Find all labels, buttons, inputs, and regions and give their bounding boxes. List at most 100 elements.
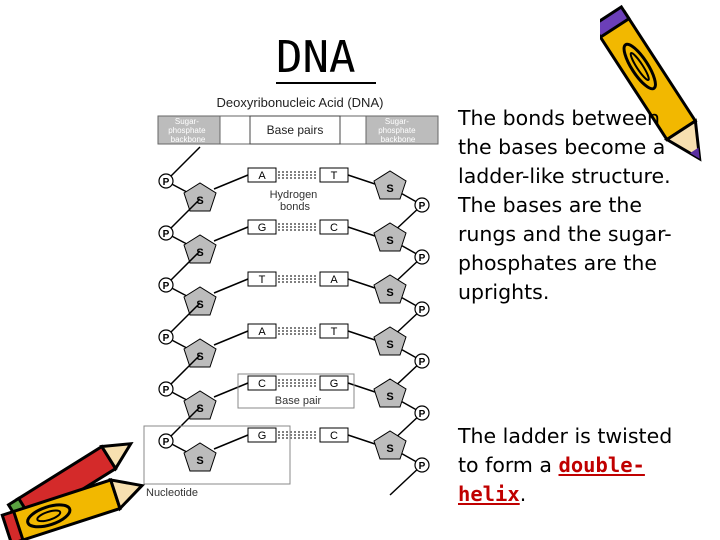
sugar-right	[373, 326, 407, 356]
sugar-label: S	[386, 287, 393, 299]
base-right-label: G	[330, 378, 339, 390]
double-helix-link[interactable]: double-helix	[458, 453, 645, 506]
phosphate-label: P	[419, 201, 426, 212]
phosphate-left	[158, 381, 174, 397]
phosphate-right	[414, 353, 430, 369]
paragraph-bonds: The bonds between the bases become a lad…	[458, 106, 672, 304]
base-left	[247, 323, 277, 339]
base-right-label: T	[331, 326, 338, 338]
phosphate-label: P	[419, 461, 426, 472]
base-left-label: G	[258, 222, 267, 234]
sugar-right	[373, 274, 407, 304]
backbone-line	[165, 354, 201, 390]
backbone-line	[165, 250, 201, 286]
phosphate-label: P	[163, 437, 170, 448]
sugar-base-bond	[213, 278, 249, 294]
sugar-label: S	[196, 299, 203, 311]
base-pair-highlight	[237, 373, 355, 409]
base-left	[247, 219, 277, 235]
sugar-right	[373, 222, 407, 252]
sugar-right	[373, 430, 407, 460]
sugar-base-bond	[347, 330, 379, 342]
sugar-right	[373, 378, 407, 408]
phosphate-label: P	[163, 281, 170, 292]
sugar-label: S	[196, 403, 203, 415]
base-left	[247, 427, 277, 443]
base-right-label: A	[330, 274, 338, 286]
header-right-line-2: phosphate	[378, 126, 416, 135]
phosphate-label: P	[419, 305, 426, 316]
backbone-line	[165, 406, 201, 442]
header-left-line-1: Sugar-	[175, 117, 199, 126]
phosphate-left	[158, 173, 174, 189]
sugar-left	[183, 390, 217, 420]
sugar-left	[183, 234, 217, 264]
phosphate-right	[414, 405, 430, 421]
base-right	[319, 167, 349, 183]
sugar-label: S	[196, 455, 203, 467]
sugar-left	[183, 338, 217, 368]
phosphate-left	[158, 329, 174, 345]
sugar-base-bond	[213, 226, 249, 242]
sugar-label: S	[386, 391, 393, 403]
sugar-base-bond	[347, 382, 379, 394]
sugar-label: S	[196, 351, 203, 363]
sugar-right	[373, 170, 407, 200]
phosphate-label: P	[419, 409, 426, 420]
phosphate-label: P	[419, 357, 426, 368]
header-right-line-1: Sugar-	[385, 117, 409, 126]
phosphate-left	[158, 433, 174, 449]
backbone-line	[165, 146, 201, 182]
phosphate-label: P	[163, 333, 170, 344]
sugar-base-bond	[347, 434, 379, 446]
base-left	[247, 375, 277, 391]
phosphate-right	[414, 249, 430, 265]
base-right	[319, 323, 349, 339]
slide-title: DNA	[276, 34, 376, 84]
header-center-inner	[249, 115, 341, 145]
base-left-label: C	[258, 378, 266, 390]
sugar-base-bond	[347, 226, 379, 238]
sugar-left	[183, 182, 217, 212]
paragraph-ladder: The ladder is twisted to form a double-h…	[458, 422, 698, 509]
base-right	[319, 271, 349, 287]
base-right	[319, 427, 349, 443]
sugar-left	[183, 286, 217, 316]
header-right-label: Sugar- phosphate backbone	[378, 117, 418, 144]
sugar-left	[183, 442, 217, 472]
backbone-line	[165, 198, 201, 234]
sugar-base-bond	[213, 174, 249, 190]
base-right-label: C	[330, 222, 338, 234]
sugar-base-bond	[213, 382, 249, 398]
header-left-label: Sugar- phosphate backbone	[168, 117, 208, 144]
base-pair-row: P S S P T A	[158, 250, 430, 340]
dna-ladder-diagram: Deoxyribonucleic Acid (DNA) Sugar- phosp…	[143, 95, 439, 499]
pencils-icon	[0, 442, 145, 540]
base-right	[319, 375, 349, 391]
backbone-line	[165, 302, 201, 338]
sugar-label: S	[386, 443, 393, 455]
base-left-label: A	[258, 170, 266, 182]
phosphate-label: P	[163, 385, 170, 396]
base-left-label: T	[259, 274, 266, 286]
phosphate-label: P	[419, 253, 426, 264]
base-left	[247, 271, 277, 287]
base-left-label: A	[258, 326, 266, 338]
sugar-label: S	[386, 235, 393, 247]
phosphate-left	[158, 277, 174, 293]
base-pair-row: P S S P G C	[158, 198, 430, 288]
base-right	[319, 219, 349, 235]
sugar-base-bond	[347, 278, 379, 290]
sugar-label: S	[386, 183, 393, 195]
sugar-base-bond	[347, 174, 379, 186]
hydrogen-bonds-label: Hydrogen bonds	[270, 189, 321, 213]
header-left-line-2: phosphate	[168, 126, 206, 135]
nucleotide-label: Nucleotide	[146, 487, 198, 499]
base-right-label: C	[330, 430, 338, 442]
header-right-line-3: backbone	[381, 135, 416, 144]
sugar-label: S	[196, 247, 203, 259]
header-center-label: Base pairs	[267, 123, 324, 137]
nucleotide-highlight	[143, 425, 291, 485]
